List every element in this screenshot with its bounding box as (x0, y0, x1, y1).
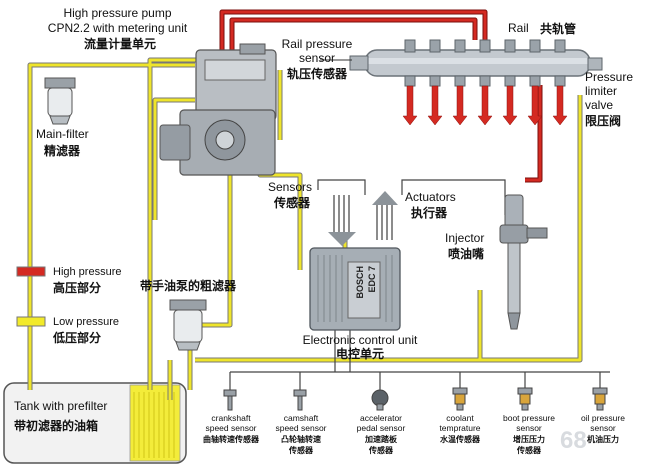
main-filter-label-zh: 精滤器 (44, 144, 81, 158)
coarse-filter (169, 299, 207, 351)
pump-label-zh: 流量计量单元 (83, 37, 156, 51)
crankshaft-label-1: crankshaft (211, 413, 251, 423)
tank-label: Tank with prefilter (14, 399, 108, 413)
ecu-unit (309, 247, 401, 331)
rail-sensor-label-zh: 轨压传感器 (286, 67, 347, 81)
limiter-label-zh: 限压阀 (585, 114, 622, 128)
camshaft-label-zh: 凸轮轴转速 (281, 435, 321, 444)
common-rail (349, 39, 603, 87)
legend-swatch-high (16, 266, 46, 277)
accelerator-label-zh-2: 传感器 (369, 446, 393, 455)
boost-label-zh: 增压压力 (513, 435, 545, 444)
injector-label: Injector (445, 231, 485, 245)
rail-label-zh: 共轨管 (540, 22, 577, 36)
rail-label-en: Rail (508, 21, 529, 35)
main-filter-label: Main-filter (36, 127, 89, 141)
coolant-label-1: coolant (446, 413, 474, 423)
legend-low-en: Low pressure (53, 316, 120, 328)
camshaft-label-zh-2: 传感器 (289, 446, 313, 455)
signal-arrows (328, 191, 398, 246)
crankshaft-label-zh: 曲轴转速传感器 (203, 435, 259, 444)
rail-sensor-label-2: sensor (298, 51, 336, 65)
injector-label-zh: 喷油嘴 (448, 247, 485, 261)
pump-label-1: High pressure pump (63, 6, 172, 20)
oil-pressure-label-1: oil pressure (581, 413, 625, 423)
accelerator-label-zh: 加速踏板 (365, 435, 397, 444)
tank-label-zh: 带初滤器的油箱 (14, 419, 99, 433)
limiter-label-2: limiter (585, 84, 617, 98)
actuators-label-zh: 执行器 (411, 206, 448, 220)
ecu-label: Electronic control unit (302, 333, 418, 347)
coarse-filter-label: 带手油泵的粗滤器 (140, 279, 237, 293)
coolant-label-2: temprature (439, 423, 481, 433)
legend-swatch-low (16, 316, 46, 327)
ecu-brand: BOSCH (355, 266, 365, 299)
limiter-label-3: valve (585, 98, 614, 112)
oil-pressure-label-2: sensor (590, 423, 616, 433)
camshaft-label-1: camshaft (283, 413, 319, 423)
watermark: 68 (560, 427, 587, 454)
boost-label-2: sensor (516, 423, 542, 433)
crankshaft-label-2: speed sensor (205, 423, 257, 433)
ecu-model: EDC 7 (367, 266, 377, 293)
actuators-label: Actuators (405, 190, 456, 204)
accelerator-label-1: accelerator (359, 413, 403, 423)
legend-high-zh: 高压部分 (53, 281, 102, 295)
rail-sensor-label-1: Rail pressure (281, 37, 353, 51)
camshaft-label-2: speed sensor (275, 423, 327, 433)
high-pressure-pump (159, 43, 277, 176)
accelerator-label-2: pedal sensor (356, 423, 406, 433)
rail-outlet-arrows (402, 85, 568, 126)
boost-label-1: boot pressure (503, 413, 555, 423)
legend-low-zh: 低压部分 (53, 331, 102, 345)
bottom-sensor-icons (223, 387, 608, 411)
ecu-label-zh: 电控单元 (335, 347, 384, 361)
sensors-label-zh: 传感器 (274, 196, 311, 210)
limiter-label-1: Pressure (585, 70, 634, 84)
legend-high-en: High pressure (53, 266, 122, 278)
pump-label-2: CPN2.2 with metering unit (47, 21, 188, 35)
coolant-label-zh: 水温传感器 (440, 435, 480, 444)
injector (499, 194, 548, 330)
main-filter (44, 77, 76, 125)
boost-label-zh-2: 传感器 (517, 446, 541, 455)
oil-pressure-label-zh: 机油压力 (587, 435, 619, 444)
sensors-label: Sensors (268, 180, 313, 194)
